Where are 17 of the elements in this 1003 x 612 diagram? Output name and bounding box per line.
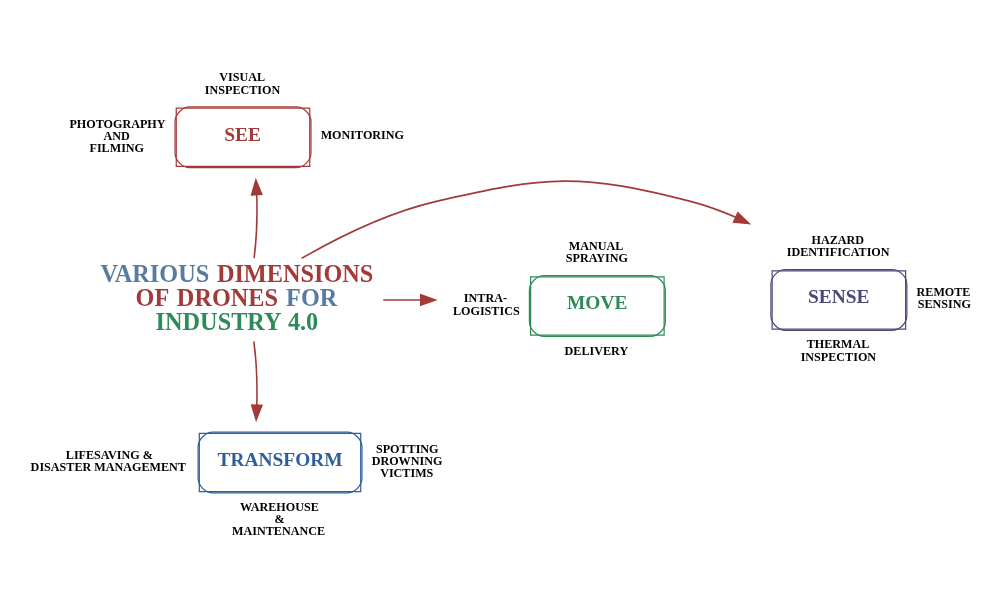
node-label: DELIVERY	[564, 343, 629, 358]
node-label: REMOTE SENSING	[916, 285, 972, 312]
arrow	[250, 177, 263, 259]
node-label: MANUAL SPRAYING	[565, 239, 629, 266]
node-label: PHOTOGRAPHY AND FILMING	[69, 116, 166, 155]
arrow	[300, 180, 752, 260]
node-label: LIFESAVING & DISASTER MANAGEMENT	[30, 447, 186, 475]
arrow	[382, 293, 438, 307]
arrow	[250, 340, 264, 423]
node-text: VARIOUS DIMENSIONS OF DRONES FOR INDUSTRY 4.0	[100, 259, 374, 336]
node-label: SPOTTING DROWNING VICTIMS	[371, 441, 443, 481]
node-label: MONITORING	[320, 128, 404, 143]
node-label: WAREHOUSE & MAINTENANCE	[232, 500, 326, 539]
node-label: THERMAL INSPECTION	[800, 337, 877, 364]
node-label: HAZARD IDENTIFICATION	[786, 233, 890, 260]
node-label: VISUAL INSPECTION	[204, 70, 281, 97]
node-label: INTRA- LOGISTICS	[452, 291, 520, 318]
